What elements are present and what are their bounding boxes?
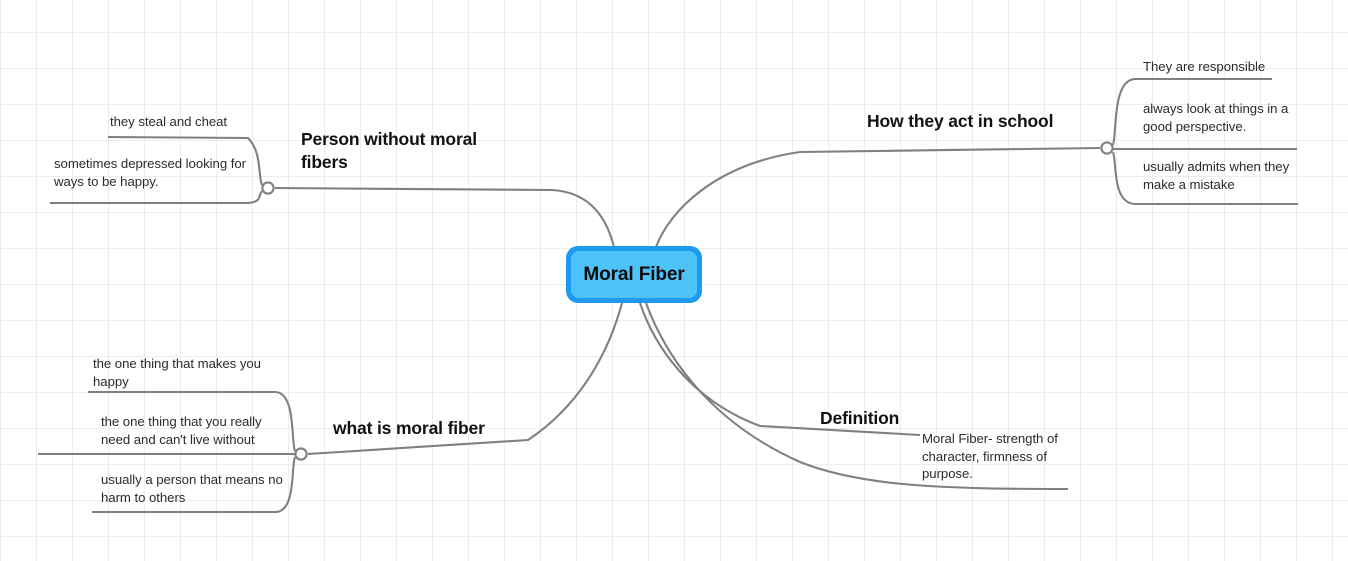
- leaf-label-steal-and-cheat[interactable]: they steal and cheat: [110, 114, 228, 129]
- root-node-label: Moral Fiber: [583, 263, 685, 285]
- leaf-label-they-are-responsible[interactable]: They are responsible: [1143, 59, 1266, 74]
- edge-root-to-person-without-moral-fibers: [274, 186, 616, 248]
- branch-label-person-without-moral-fibers[interactable]: Person without moral fibers: [301, 129, 477, 173]
- leaf-label-makes-you-happy[interactable]: the one thing that makes you happy: [93, 356, 261, 389]
- root-node-inner: Moral Fiber: [571, 251, 697, 298]
- edge-person-to-sometimes-depressed: [50, 190, 263, 205]
- branch-label-what-is-moral-fiber[interactable]: what is moral fiber: [333, 418, 485, 438]
- connector-what-is-moral-fiber[interactable]: [294, 447, 308, 461]
- leaf-label-good-perspective[interactable]: always look at things in a good perspect…: [1143, 101, 1289, 134]
- leaf-label-definition-text[interactable]: Moral Fiber- strength of character, firm…: [922, 431, 1058, 482]
- connector-how-they-act-in-school[interactable]: [1100, 141, 1114, 155]
- leaf-label-cant-live-without[interactable]: the one thing that you really need and c…: [101, 414, 262, 447]
- connector-person-without-moral-fibers[interactable]: [261, 181, 275, 195]
- branch-label-definition[interactable]: Definition: [820, 408, 900, 428]
- edge-root-to-how-they-act-in-school: [655, 146, 1101, 248]
- leaf-label-admits-mistake[interactable]: usually admits when they make a mistake: [1143, 159, 1290, 192]
- branch-label-how-they-act-in-school[interactable]: How they act in school: [867, 111, 1054, 131]
- leaf-label-means-no-harm[interactable]: usually a person that means no harm to o…: [101, 472, 283, 505]
- root-node[interactable]: Moral Fiber: [566, 246, 702, 303]
- leaf-label-sometimes-depressed[interactable]: sometimes depressed looking for ways to …: [54, 156, 246, 189]
